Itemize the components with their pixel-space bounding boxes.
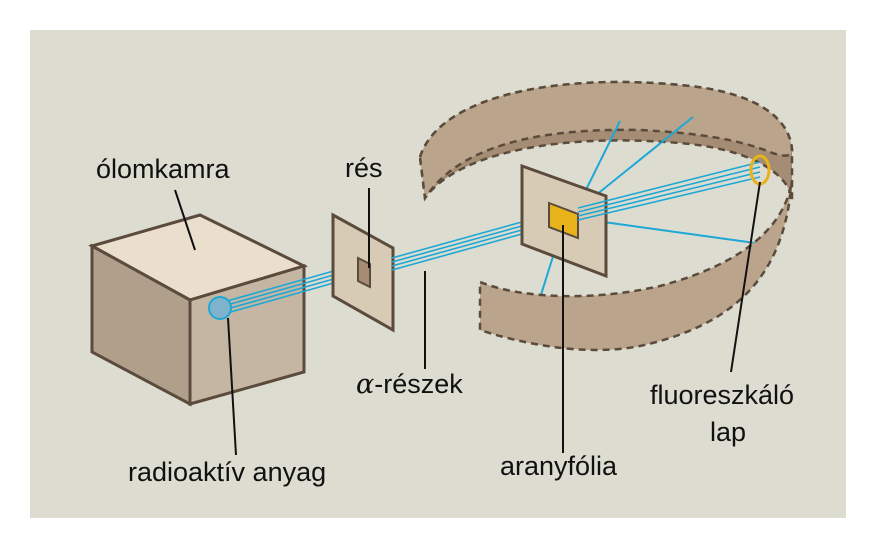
beam-line [577,171,761,217]
beam-foil-to-screen [577,161,761,221]
alpha-symbol: α [356,369,374,400]
label-fluorescent-line1: fluoreszkáló [650,380,794,410]
gold-foil [548,201,579,240]
leader-radioactive [227,317,237,456]
beam-line [577,161,761,209]
lead-chamber-box [88,213,309,407]
slit-opening [357,256,371,289]
label-gold-foil: aranyfólia [500,451,618,481]
leader-lead-chamber [174,189,196,251]
label-radioactive-material: radioaktív anyag [128,457,326,487]
leader-fluorescent [730,181,761,373]
beam-line [577,176,761,221]
label-alpha-particles: α-részek [356,369,463,400]
ring-back-outer [418,80,794,202]
ring-front-wall [478,179,794,352]
beam-line [577,166,761,213]
radioactive-source [208,296,232,320]
alpha-particles-text: -részek [374,369,463,399]
leader-lines [174,181,761,456]
label-lead-chamber: ólomkamra [96,154,231,184]
label-fluorescent-line2: lap [710,417,746,447]
label-slit: rés [345,153,383,183]
